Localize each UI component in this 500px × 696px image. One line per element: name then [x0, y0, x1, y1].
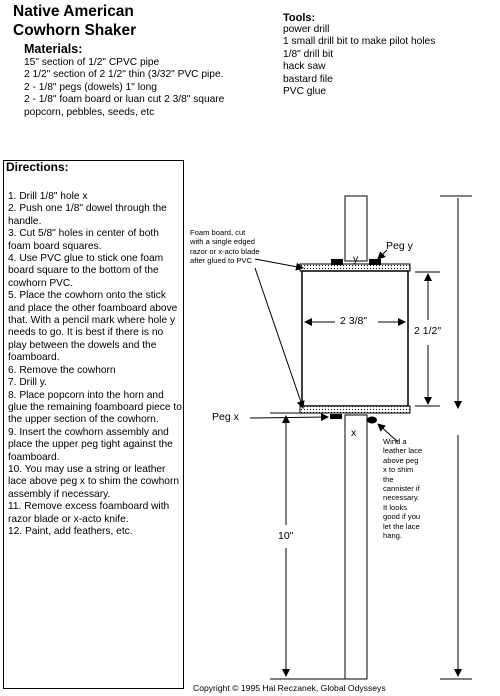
foam-arrow-bottom	[254, 267, 305, 409]
foam-arrow-top	[254, 258, 304, 271]
directions-list: 1. Drill 1/8" hole x 2. Push one 1/8" do…	[8, 191, 182, 538]
list-item: 2 - 1/8" foam board or luan cut 2 3/8" s…	[24, 94, 225, 106]
note-line: It looks	[383, 502, 408, 512]
peg-y	[331, 259, 343, 265]
x-label: x	[351, 427, 357, 439]
list-item: bastard file	[283, 73, 333, 85]
note-line: x to shim	[383, 465, 414, 475]
list-item: 10. You may use a string or leather lace…	[8, 463, 180, 500]
note-line: cannister if	[383, 484, 420, 494]
lace-note: Wind a leather lace above peg x to shim …	[383, 437, 458, 540]
height-dim-label: 2 1/2"	[414, 325, 442, 337]
directions-box	[3, 160, 184, 689]
note-line: hang.	[383, 531, 403, 541]
lace-arrow	[377, 423, 399, 443]
list-item: 4. Use PVC glue to stick one foam board …	[8, 253, 164, 289]
list-item: 7. Drill y.	[8, 377, 47, 389]
list-item: hack saw	[283, 61, 326, 73]
list-item: 11. Remove excess foamboard with razor b…	[8, 501, 170, 525]
peg-y-label: Peg y	[386, 240, 413, 252]
note-line: leather lace	[383, 446, 423, 456]
list-item: popcorn, pebbles, seeds, etc	[24, 106, 155, 118]
note-line: after glued to PVC	[190, 256, 253, 266]
note-line: with a single edged	[190, 237, 256, 247]
materials-list: 15" section of 1/2" CPVC pipe 2 1/2" sec…	[24, 57, 294, 119]
title-line-1: Native American	[13, 3, 134, 20]
list-item: 5. Place the cowhorn onto the stick and …	[8, 290, 178, 364]
handle-stick-top	[344, 195, 368, 262]
list-item: 12. Paint, add feathers, etc.	[8, 525, 133, 537]
list-item: 1 small drill bit to make pilot holes	[283, 36, 436, 48]
list-item: PVC glue	[283, 86, 327, 98]
note-line: razor or x-acto blade	[190, 246, 260, 256]
note-line: the	[383, 474, 394, 484]
list-item: 2. Push one 1/8" dowel through the handl…	[8, 203, 167, 227]
note-line: good if you	[383, 512, 421, 522]
list-item: 2 1/2" section of 2 1/2" thin (3/32" PVC…	[24, 69, 224, 81]
peg-y-right	[369, 259, 381, 265]
handle-stick-bottom	[344, 414, 368, 680]
ten-dim-label: 10"	[278, 530, 294, 542]
peg-x	[330, 414, 342, 419]
y-label: y	[353, 253, 359, 265]
note-line: above peg	[383, 455, 419, 465]
note-line: Wind a	[383, 437, 407, 446]
width-dim-label: 2 3/8"	[340, 315, 368, 327]
peg-x-arrow	[249, 413, 329, 422]
list-item: 3. Cut 5/8" holes in center of both foam…	[8, 228, 159, 252]
cowhorn-pvc	[301, 270, 409, 407]
materials-heading: Materials:	[24, 42, 83, 56]
directions-heading: Directions:	[6, 160, 69, 174]
list-item: 6. Remove the cowhorn	[8, 364, 116, 376]
tools-heading: Tools:	[283, 12, 316, 24]
copyright: Copyright © 1995 Hal Reczanek, Global Od…	[193, 683, 386, 693]
list-item: 9. Insert the cowhorn assembly and place…	[8, 426, 173, 463]
note-line: let the lace	[383, 521, 420, 531]
title-line-2: Cowhorn Shaker	[13, 22, 137, 39]
tools-list: power drill 1 small drill bit to make pi…	[283, 24, 498, 98]
bottom-foam-board	[299, 405, 411, 414]
top-foam-board	[299, 263, 411, 272]
foam-note: Foam board, cut with a single edged razo…	[190, 228, 305, 266]
list-item: 1/8" drill bit	[283, 48, 334, 60]
page-title: Native American Cowhorn Shaker	[13, 2, 136, 40]
peg-y-arrow	[377, 249, 388, 260]
lace-dot	[367, 416, 377, 424]
list-item: 8. Place popcorn into the horn and glue …	[8, 389, 182, 426]
note-line: Foam board, cut	[190, 228, 246, 237]
note-line: necessary.	[383, 493, 420, 503]
list-item: 2 - 1/8" pegs (dowels) 1" long	[24, 81, 157, 93]
list-item: 1. Drill 1/8" hole x	[8, 191, 88, 202]
list-item: 15" section of 1/2" CPVC pipe	[24, 57, 160, 68]
list-item: power drill	[283, 24, 330, 35]
peg-x-label: Peg x	[212, 411, 239, 423]
